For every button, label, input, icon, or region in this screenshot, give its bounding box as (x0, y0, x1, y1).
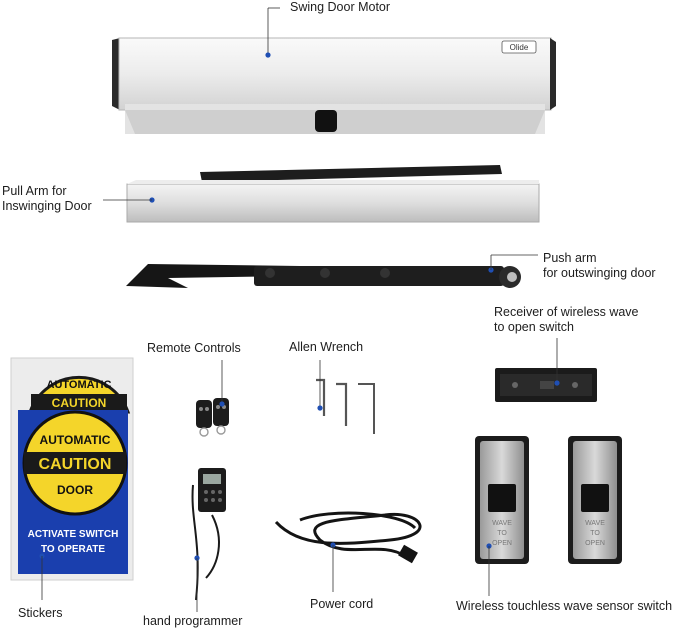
push-arm (126, 264, 521, 288)
sensor-text-5: TO (590, 530, 600, 537)
label-push-arm: Push arm for outswinging door (543, 251, 656, 280)
pull-arm (126, 165, 540, 223)
label-allen-wrench: Allen Wrench (289, 340, 364, 354)
receiver-marker-dot (554, 380, 560, 386)
hand-programmer (191, 468, 226, 601)
sensor-text-2: TO (497, 530, 507, 537)
wave-sensor-switch-right: WAVE TO OPEN (568, 436, 622, 564)
sensor-text-6: OPEN (585, 540, 605, 547)
remote-controls (196, 398, 229, 437)
motor-brand-text: Olide (510, 43, 529, 52)
wireless-receiver (495, 368, 597, 402)
allen-wrenches (316, 378, 375, 434)
label-power-cord: Power cord (310, 597, 374, 611)
label-sensor-switch: Wireless touchless wave sensor switch (456, 599, 673, 613)
label-hand-programmer: hand programmer (143, 614, 243, 628)
sticker-activate: ACTIVATE SWITCH (28, 529, 119, 540)
label-pull-arm: Pull Arm for Inswinging Door (2, 184, 92, 213)
sticker-top-word: AUTOMATIC (47, 379, 112, 391)
sticker-automatic: AUTOMATIC (40, 433, 111, 447)
sticker-caution: CAUTION (39, 456, 112, 473)
caution-stickers: AUTOMATIC CAUTION AUTOMATIC CAUTION DOOR… (10, 357, 134, 581)
swing-door-motor: Olide (112, 37, 556, 134)
wrench-marker-dot (317, 405, 323, 411)
sticker-door: DOOR (57, 483, 93, 497)
label-stickers: Stickers (18, 606, 63, 620)
label-remote-controls: Remote Controls (147, 341, 241, 355)
sticker-operate: TO OPERATE (41, 544, 105, 555)
power-cord (274, 511, 422, 564)
sensor-text-3: OPEN (492, 540, 512, 547)
sticker-top-caution: CAUTION (52, 396, 107, 410)
wave-sensor-switch-left: WAVE TO OPEN (475, 436, 529, 564)
sensor-text-1: WAVE (492, 520, 512, 527)
label-motor: Swing Door Motor (290, 0, 391, 14)
sensor-text-4: WAVE (585, 520, 605, 527)
label-receiver: Receiver of wireless wave to open switch (494, 305, 639, 334)
remote-marker-dot (219, 401, 225, 407)
motor-marker-dot (265, 52, 271, 58)
